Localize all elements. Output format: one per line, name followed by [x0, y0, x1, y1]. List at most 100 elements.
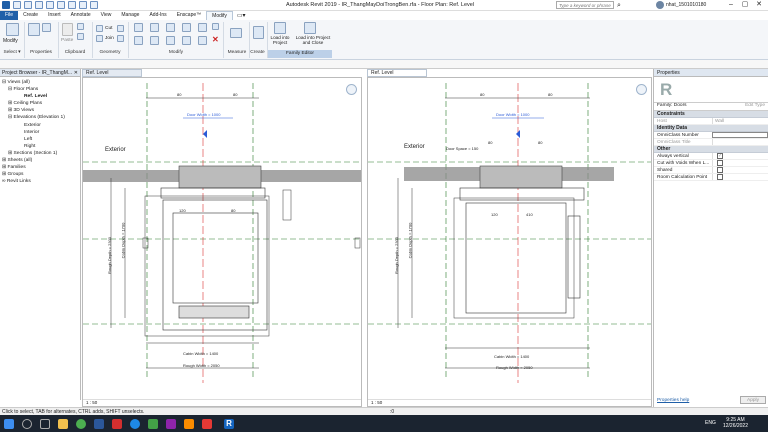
tree-item-views[interactable]: ⊟ Views (all) [0, 79, 80, 86]
copy-element-icon[interactable] [150, 36, 159, 45]
user-icon[interactable] [656, 1, 664, 9]
paste-icon[interactable] [62, 23, 73, 36]
cut-geometry-label[interactable]: Cut [105, 26, 112, 31]
tab-view-right[interactable]: Ref. Level [367, 69, 427, 77]
save-icon[interactable] [24, 1, 32, 9]
join-geometry-label[interactable]: Join [105, 36, 114, 41]
type-properties-icon[interactable] [42, 23, 51, 32]
tab-insert[interactable]: Insert [43, 11, 66, 20]
app-icon-3[interactable] [184, 419, 194, 429]
view-scale-left[interactable]: 1 : 50 [86, 400, 97, 405]
view-scale-right[interactable]: 1 : 50 [371, 400, 382, 405]
maximize-button[interactable]: ▢ [738, 0, 752, 10]
tab-view[interactable]: View [96, 11, 117, 20]
tab-view-left[interactable]: Ref. Level [82, 69, 142, 77]
drawing-view-left[interactable]: Exterior 80 80 Door Width = 1000 120 80 … [82, 77, 362, 407]
search-taskbar-icon[interactable] [22, 419, 32, 429]
app-icon-1[interactable] [148, 419, 158, 429]
measure-tool-icon[interactable] [230, 28, 242, 38]
clock[interactable]: 9:25 AM12/26/2022 [723, 417, 748, 429]
3d-view-icon[interactable] [90, 1, 98, 9]
tree-item-sections[interactable]: ⊞ Sections (Section 1) [0, 150, 80, 157]
navigation-wheel-left[interactable] [346, 84, 357, 106]
delete-icon[interactable]: ✕ [212, 35, 219, 44]
app-icon-2[interactable] [166, 419, 176, 429]
tab-manage[interactable]: Manage [116, 11, 144, 20]
windows-start-icon[interactable] [4, 419, 14, 429]
apply-button[interactable]: Apply [740, 396, 766, 404]
tree-item-left[interactable]: Left [0, 136, 80, 143]
search-input[interactable]: Type a keyword or phrase [556, 1, 614, 9]
app-icon-4[interactable] [202, 419, 212, 429]
create-tool-icon[interactable] [253, 26, 264, 39]
close-button[interactable]: ✕ [752, 0, 766, 10]
section-identity[interactable]: Identity Data [654, 125, 768, 132]
tree-item-floor-plans[interactable]: ⊟ Floor Plans [0, 86, 80, 93]
cut-icon[interactable] [77, 23, 84, 30]
text-icon[interactable] [79, 1, 87, 9]
undo-icon[interactable] [35, 1, 43, 9]
prop-room-calc[interactable]: Room Calculation Point [654, 174, 768, 181]
paste-label[interactable]: Paste [61, 38, 73, 43]
tree-item-revit-links[interactable]: ∞ Revit Links [0, 178, 80, 185]
prop-cut-voids[interactable]: Cut with Voids When L... [654, 160, 768, 167]
task-view-icon[interactable] [40, 419, 50, 429]
search-icon[interactable]: ⌕ [617, 2, 621, 10]
tree-item-exterior[interactable]: Exterior [0, 122, 80, 129]
edit-type-button[interactable]: Edit Type [745, 103, 765, 110]
language-indicator[interactable]: ENG [705, 420, 716, 426]
geometry-tool-1-icon[interactable] [117, 25, 124, 32]
open-icon[interactable] [13, 1, 21, 9]
load-into-project-close-icon[interactable] [304, 22, 316, 34]
tab-options-icon[interactable]: ▭▾ [237, 12, 246, 19]
select-panel-label[interactable]: Select ▾ [2, 50, 22, 55]
shared-checkbox[interactable] [717, 167, 723, 173]
tree-item-ref-level[interactable]: Ref. Level [0, 93, 80, 100]
tab-modify[interactable]: Modify [206, 11, 233, 20]
chrome-icon[interactable] [76, 419, 86, 429]
revit-taskbar-icon[interactable]: R [224, 419, 234, 429]
tree-item-groups[interactable]: ⊞ Groups [0, 171, 80, 178]
room-calc-checkbox[interactable] [717, 174, 723, 180]
copy-icon[interactable] [77, 33, 84, 40]
trim-extend-icon[interactable] [182, 36, 191, 45]
always-vertical-checkbox[interactable]: ✓ [717, 153, 723, 159]
measure-icon[interactable] [68, 1, 76, 9]
revit-logo-icon[interactable] [2, 1, 10, 9]
file-explorer-icon[interactable] [58, 419, 68, 429]
drawing-view-right[interactable]: Exterior 80 80 Door Width = 1000 Door Sp… [367, 77, 652, 407]
tree-item-elevations[interactable]: ⊟ Elevations (Elevation 1) [0, 114, 80, 121]
load-into-project-icon[interactable] [274, 22, 286, 34]
tab-create[interactable]: Create [18, 11, 43, 20]
array-icon[interactable] [198, 36, 207, 45]
trim-icon[interactable] [182, 23, 191, 32]
redo-icon[interactable] [46, 1, 54, 9]
align-icon[interactable] [134, 23, 143, 32]
geometry-tool-2-icon[interactable] [117, 35, 124, 42]
user-name[interactable]: nhat_1501010180 [666, 2, 706, 8]
load-into-project-button[interactable]: Load into Project [268, 35, 292, 45]
tab-annotate[interactable]: Annotate [66, 11, 96, 20]
section-constraints[interactable]: Constraints [654, 111, 768, 118]
modify-button-label[interactable]: Modify [3, 38, 18, 44]
family-selector[interactable]: Family: Doors [657, 103, 687, 110]
minimize-button[interactable]: – [724, 0, 738, 10]
prop-omniclass-number[interactable]: OmniClass Number [654, 132, 768, 139]
view-control-bar-right[interactable]: 1 : 50 [368, 399, 651, 406]
print-icon[interactable] [57, 1, 65, 9]
section-other[interactable]: Other [654, 146, 768, 153]
properties-help-link[interactable]: Properties help [657, 398, 689, 403]
tree-item-sheets[interactable]: ⊞ Sheets (all) [0, 157, 80, 164]
tab-enscape[interactable]: Enscape™ [172, 11, 206, 20]
prop-always-vertical[interactable]: Always vertical✓ [654, 153, 768, 160]
properties-icon[interactable] [28, 23, 40, 36]
view-control-bar-left[interactable]: 1 : 50 [83, 399, 361, 406]
offset-icon[interactable] [150, 23, 159, 32]
tree-item-3d-views[interactable]: ⊞ 3D Views [0, 107, 80, 114]
tree-item-right[interactable]: Right [0, 143, 80, 150]
split-icon[interactable] [198, 23, 207, 32]
mirror-icon[interactable] [166, 23, 175, 32]
load-into-project-close-button[interactable]: Load into Project and Close [295, 35, 331, 45]
cope-icon[interactable] [96, 25, 103, 32]
move-icon[interactable] [134, 36, 143, 45]
